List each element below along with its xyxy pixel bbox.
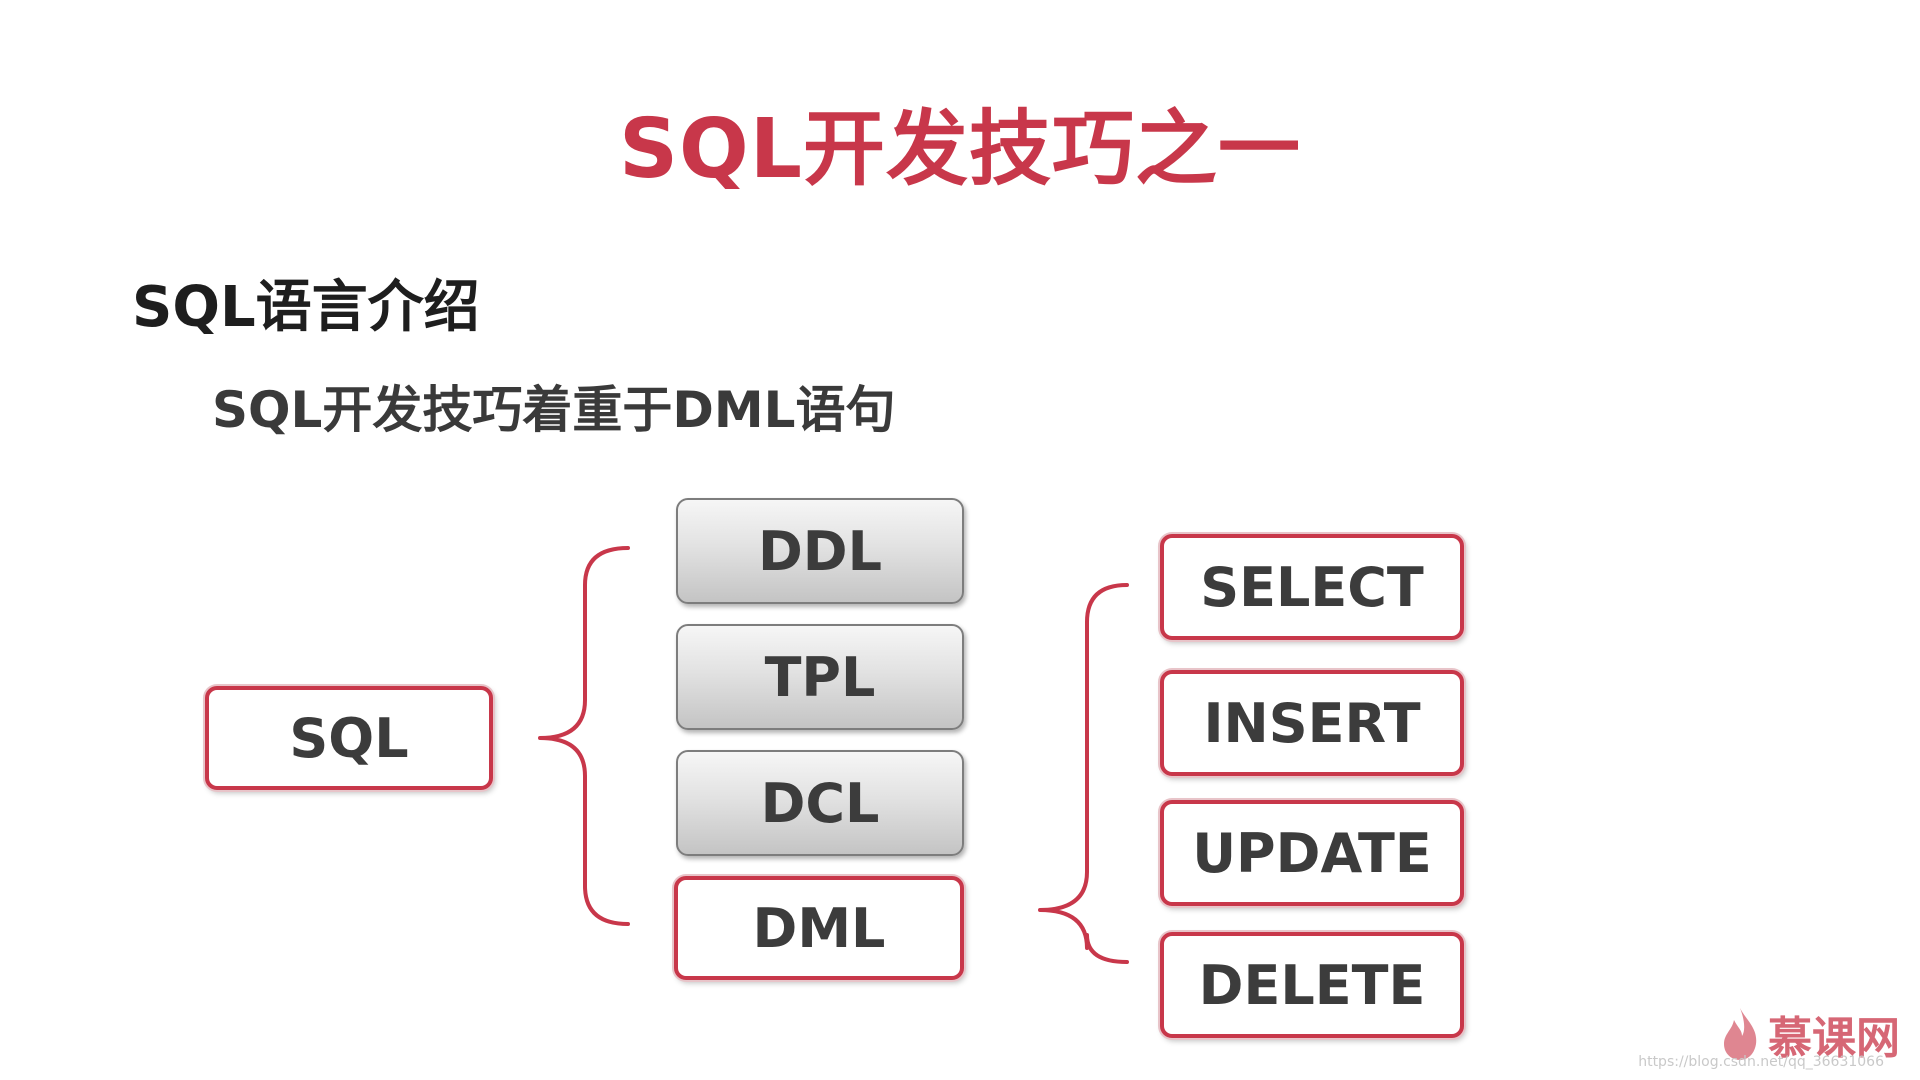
category-dml-label: DML <box>752 896 886 960</box>
category-dml: DML <box>674 876 964 980</box>
sql-node-label: SQL <box>289 706 409 770</box>
slide-title: SQL开发技巧之一 <box>618 102 1302 197</box>
category-dcl-label: DCL <box>760 771 880 835</box>
flame-icon <box>1724 1008 1757 1060</box>
watermark-logo: 慕课网 <box>1720 1002 1900 1066</box>
category-dcl: DCL <box>676 750 964 856</box>
category-ddl-label: DDL <box>757 519 883 583</box>
statement-select-label: SELECT <box>1200 555 1424 619</box>
bracket-sql-categories <box>538 546 630 926</box>
watermark-url: https://blog.csdn.net/qq_36631066 <box>1638 1054 1884 1070</box>
statement-delete-label: DELETE <box>1198 953 1426 1017</box>
statement-update: UPDATE <box>1160 800 1464 906</box>
section-heading: SQL语言介绍 <box>132 275 480 340</box>
statement-delete: DELETE <box>1160 932 1464 1038</box>
sql-node: SQL <box>205 686 493 790</box>
category-ddl: DDL <box>676 498 964 604</box>
bracket-dml-statements <box>1038 583 1129 964</box>
category-tpl-label: TPL <box>764 645 876 709</box>
category-tpl: TPL <box>676 624 964 730</box>
statement-select: SELECT <box>1160 534 1464 640</box>
section-subheading: SQL开发技巧着重于DML语句 <box>212 381 896 439</box>
watermark-logo-text: 慕课网 <box>1768 1013 1900 1064</box>
statement-update-label: UPDATE <box>1192 821 1432 885</box>
statement-insert: INSERT <box>1160 670 1464 776</box>
statement-insert-label: INSERT <box>1203 691 1421 755</box>
